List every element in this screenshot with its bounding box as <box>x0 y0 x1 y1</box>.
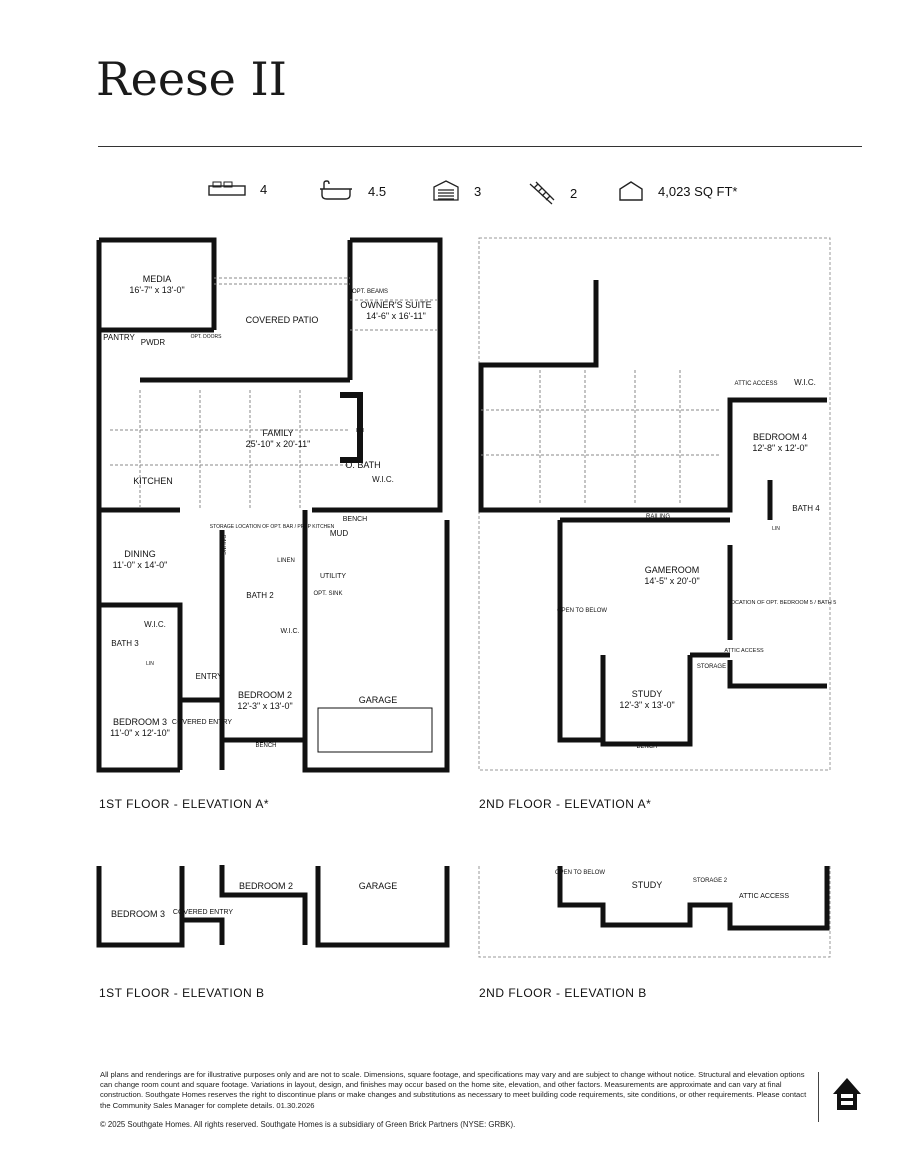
room-garage-b: GARAGE <box>359 881 398 891</box>
stairs-icon <box>529 181 555 205</box>
room-wic: W.I.C. <box>794 378 816 387</box>
bench-label: BENCH <box>343 516 368 523</box>
equal-housing-icon <box>833 1078 861 1110</box>
room-media: MEDIA <box>143 274 172 284</box>
room-bedroom3-b: BEDROOM 3 <box>111 909 165 919</box>
room-storage2-b: STORAGE 2 <box>693 878 728 884</box>
second-floor-b-labels: OPEN TO BELOW STUDY STORAGE 2 ATTIC ACCE… <box>555 870 789 900</box>
room-bedroom2: BEDROOM 2 <box>238 690 292 700</box>
first-floor-a-plan <box>96 237 450 773</box>
stat-stories-value: 2 <box>570 185 578 201</box>
disclaimer: All plans and renderings are for illustr… <box>100 1070 807 1110</box>
room-wic2: W.I.C. <box>280 628 299 635</box>
room-open-to-below: OPEN TO BELOW <box>557 608 607 614</box>
room-bath2: BATH 2 <box>246 591 274 600</box>
room-utility: UTILITY <box>320 573 346 580</box>
stat-bedrooms: 4 <box>208 180 267 198</box>
room-pwdr: PWDR <box>141 338 166 347</box>
room-open-to-below-b: OPEN TO BELOW <box>555 870 605 876</box>
first-floor-a-labels: MEDIA 16'-7" x 13'-0" COVERED PATIO OWNE… <box>103 274 431 749</box>
room-dining-dim: 11'-0" x 14'-0" <box>113 560 168 570</box>
room-kitchen: KITCHEN <box>133 476 173 486</box>
room-bedroom2-dim: 12'-3" x 13'-0" <box>237 701 292 711</box>
room-bedroom3: BEDROOM 3 <box>113 717 167 727</box>
second-floor-b-plan <box>478 866 831 958</box>
second-floor-a-plan <box>478 237 831 771</box>
stat-sqft: 4,023 SQ FT* <box>618 180 737 202</box>
room-dining: DINING <box>124 549 156 559</box>
opt-doors-label: OPT. DOORS <box>191 334 223 340</box>
opt-beams-label: OPT. BEAMS <box>352 289 388 295</box>
room-bedroom2-b: BEDROOM 2 <box>239 881 293 891</box>
room-garage: GARAGE <box>359 695 398 705</box>
room-family-dim: 25'-10" x 20'-11" <box>246 439 311 449</box>
linen-label: LIN <box>356 428 364 434</box>
stat-bedrooms-value: 4 <box>260 181 268 197</box>
stat-garage-value: 3 <box>474 183 482 199</box>
room-storage2: STORAGE 2 <box>697 664 732 670</box>
first-floor-b-label: 1ST FLOOR - ELEVATION B <box>99 986 265 1000</box>
room-owner-wic: W.I.C. <box>372 475 394 484</box>
second-floor-a-labels: ATTIC ACCESS W.I.C. BEDROOM 4 12'-8" x 1… <box>557 378 836 750</box>
room-entry: ENTRY <box>196 672 224 681</box>
room-owners-suite: OWNER'S SUITE <box>360 300 431 310</box>
bathtub-icon <box>320 180 352 200</box>
room-wic3: W.I.C. <box>144 620 166 629</box>
stat-garage: 3 <box>432 180 481 202</box>
room-gameroom-dim: 14'-5" x 20'-0" <box>644 576 699 586</box>
room-attic-access: ATTIC ACCESS <box>735 381 778 387</box>
room-covered-patio: COVERED PATIO <box>246 315 319 325</box>
railing-label: RAILING <box>220 535 226 555</box>
stat-sqft-value: 4,023 SQ FT* <box>658 183 738 199</box>
room-family: FAMILY <box>262 428 293 438</box>
plan-title: Reese II <box>96 52 287 106</box>
room-bath3: BATH 3 <box>111 639 139 648</box>
room-o-bath: O. BATH <box>345 460 380 470</box>
attic-access-2: ATTIC ACCESS <box>724 648 764 654</box>
first-floor-b-labels: BEDROOM 3 COVERED ENTRY BEDROOM 2 GARAGE <box>111 881 397 919</box>
room-covered-entry-b: COVERED ENTRY <box>173 909 233 916</box>
room-bedroom4: BEDROOM 4 <box>753 432 807 442</box>
room-mud: MUD <box>330 529 348 538</box>
stat-baths-value: 4.5 <box>368 183 387 199</box>
second-floor-b-label: 2ND FLOOR - ELEVATION B <box>479 986 647 1000</box>
room-opt-bedroom5: LOCATION OF OPT. BEDROOM 5 / BATH 5 <box>728 600 837 606</box>
room-gameroom: GAMEROOM <box>645 565 700 575</box>
room-study-dim: 12'-3" x 13'-0" <box>619 700 674 710</box>
room-study-b: STUDY <box>632 880 663 890</box>
opt-sink-label: OPT. SINK <box>313 591 342 597</box>
bed-icon <box>208 181 246 196</box>
room-linen: LINEN <box>277 558 295 564</box>
stat-stories: 2 <box>528 180 577 206</box>
house-icon <box>619 181 643 201</box>
first-floor-b-plan <box>96 865 450 948</box>
room-bedroom3-dim: 11'-0" x 12'-10" <box>110 728 170 738</box>
garage-icon <box>433 180 459 201</box>
storage-label: STORAGE LOCATION OF OPT. BAR / PREP KITC… <box>210 524 335 530</box>
copyright: © 2025 Southgate Homes. All rights reser… <box>100 1120 516 1129</box>
second-floor-a-label: 2ND FLOOR - ELEVATION A* <box>479 797 652 811</box>
room-study: STUDY <box>632 689 663 699</box>
room-attic-access-b: ATTIC ACCESS <box>739 893 789 900</box>
floor-plans: MEDIA 16'-7" x 13'-0" COVERED PATIO OWNE… <box>96 237 836 958</box>
bench-label-2f: BENCH <box>636 744 657 750</box>
room-owners-suite-dim: 14'-6" x 16'-11" <box>366 311 426 321</box>
linen-label-2f: LIN <box>772 526 780 532</box>
first-floor-a-label: 1ST FLOOR - ELEVATION A* <box>99 797 270 811</box>
bench2-label: BENCH <box>255 743 276 749</box>
room-media-dim: 16'-7" x 13'-0" <box>129 285 184 295</box>
room-bath4: BATH 4 <box>792 504 820 513</box>
divider <box>98 146 862 147</box>
room-bedroom4-dim: 12'-8" x 12'-0" <box>752 443 807 453</box>
railing-label-2f: RAILING <box>646 514 670 520</box>
room-pantry: PANTRY <box>103 333 135 342</box>
linen3-label: LIN <box>146 661 154 667</box>
equal-housing-logo <box>818 1072 867 1122</box>
stat-baths: 4.5 <box>318 180 386 202</box>
room-covered-entry: COVERED ENTRY <box>172 719 232 726</box>
